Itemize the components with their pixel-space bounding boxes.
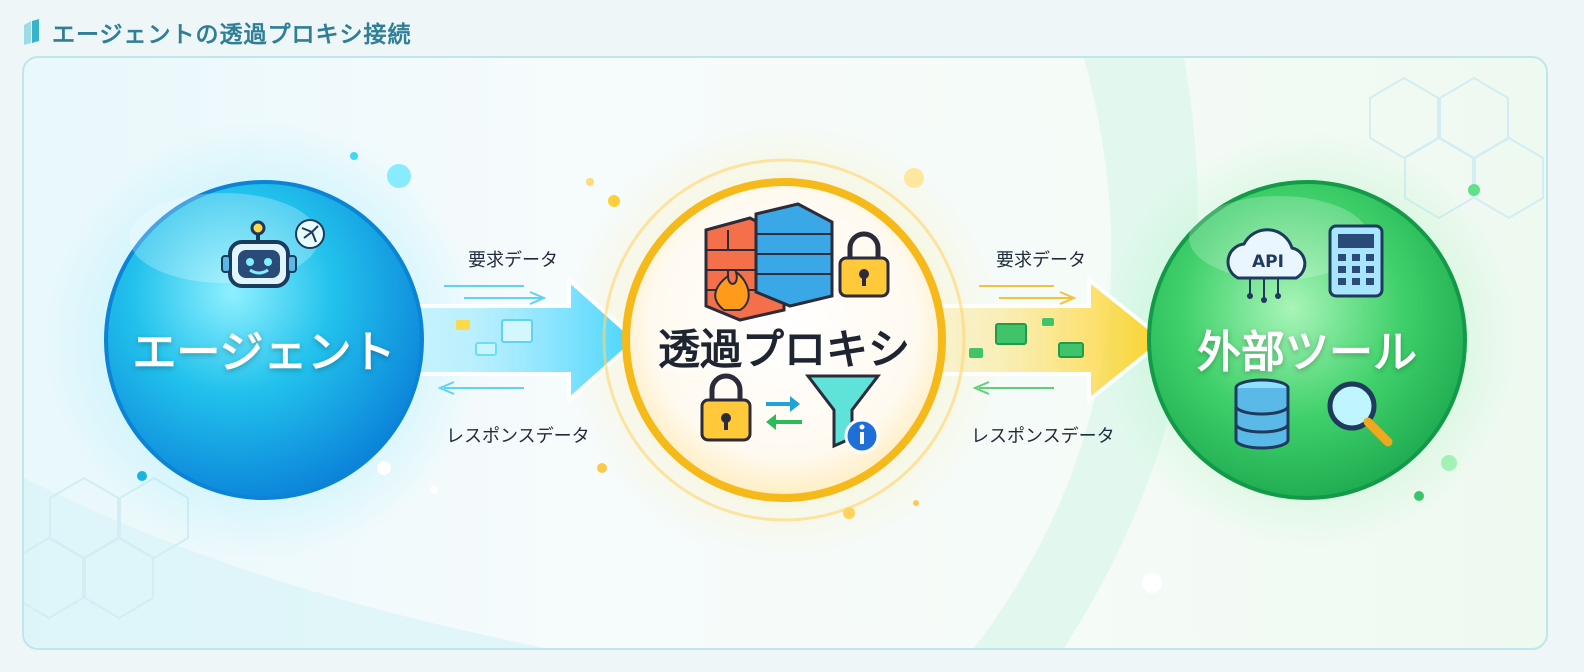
flow-arrow-right: [927, 275, 1168, 405]
page-title: エージェントの透過プロキシ接続: [52, 22, 412, 48]
data-packet: [995, 323, 1027, 345]
firewall-icon: [704, 202, 834, 322]
lock-icon: [838, 231, 890, 298]
data-packet: [1042, 318, 1054, 326]
data-packet: [969, 348, 983, 358]
api-label: API: [1252, 252, 1284, 272]
data-packet: [456, 320, 470, 330]
response-label-left: レスポンスデータ: [446, 426, 590, 447]
header: エージェントの透過プロキシ接続: [22, 14, 412, 50]
data-packet: [1058, 342, 1084, 358]
lock-icon: [700, 373, 752, 442]
search-icon: [1327, 381, 1393, 447]
diagram-panel: エージェント 透過プロキシ 外部ツール API 要求データ レスポンスデータ 要…: [22, 56, 1548, 650]
robot-icon: [221, 219, 325, 288]
agent-node: [104, 180, 424, 500]
agent-title: エージェント: [132, 327, 396, 378]
api-cloud-icon: [1226, 228, 1307, 303]
tools-title: 外部ツール: [1197, 327, 1417, 378]
background-swoosh-left: [24, 478, 544, 648]
diagram-canvas: [24, 58, 1544, 648]
swap-arrows-icon: [766, 396, 802, 430]
background-swoosh: [974, 58, 1198, 648]
request-label-right: 要求データ: [996, 250, 1086, 271]
request-label-left: 要求データ: [468, 250, 558, 271]
data-packet: [475, 342, 497, 356]
proxy-title: 透過プロキシ: [657, 325, 910, 374]
response-label-right: レスポンスデータ: [971, 426, 1115, 447]
database-icon: [1234, 378, 1290, 450]
filter-info-icon: [804, 374, 882, 454]
book-icon: [24, 19, 39, 45]
calculator-icon: [1328, 224, 1384, 298]
data-packet: [501, 319, 533, 343]
flow-arrow-left: [402, 275, 639, 405]
